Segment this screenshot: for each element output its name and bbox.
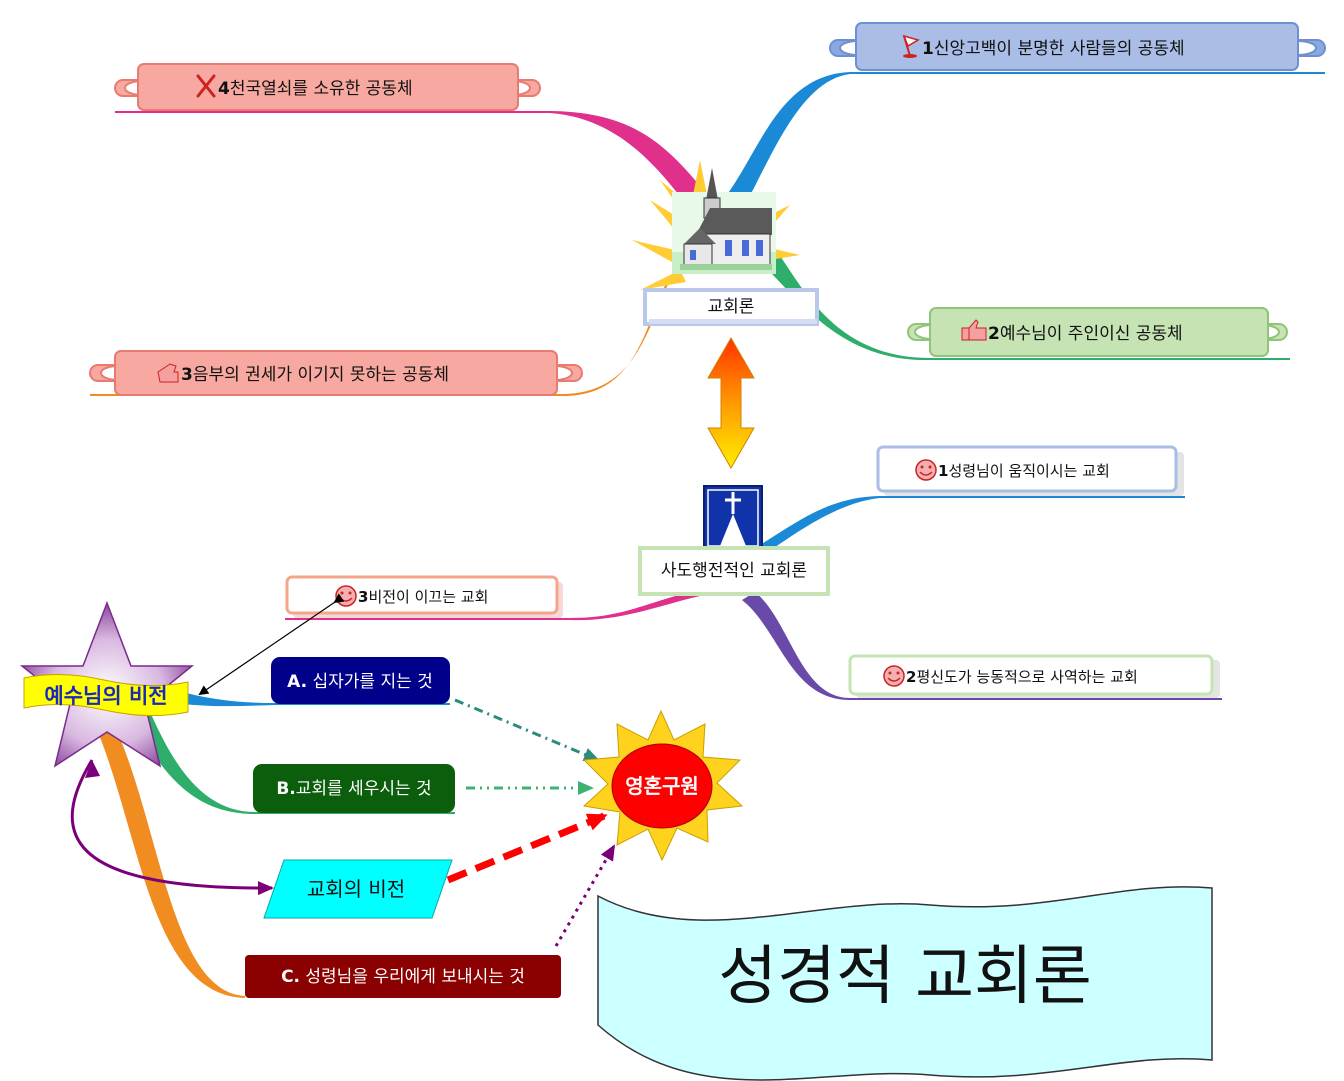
- topic3-number: 3: [181, 365, 193, 385]
- apostolic-item3-node[interactable]: 3비전이 이끄는 교회: [285, 575, 563, 618]
- topic2-node[interactable]: 2예수님이 주인이신 공동체: [907, 307, 1288, 357]
- title-banner-shape: [597, 886, 1213, 1081]
- svg-text:B.교회를 세우시는 것: B.교회를 세우시는 것: [276, 779, 431, 799]
- vision-b-node[interactable]: B.교회를 세우시는 것: [253, 764, 455, 813]
- smiley-icon: [883, 665, 905, 687]
- c-label: 성령님을 우리에게 보내시는 것: [300, 967, 525, 987]
- steeple: [706, 168, 718, 200]
- branch-c: [95, 720, 245, 998]
- vision-label-ribbon: [23, 673, 189, 717]
- branch-a: [170, 690, 450, 707]
- topic2-label: 예수님이 주인이신 공동체: [1000, 324, 1183, 344]
- a-label: 십자가를 지는 것: [307, 672, 433, 692]
- branch-topic4: [115, 111, 712, 212]
- church-roof: [696, 208, 772, 235]
- apostolic-church-node[interactable]: 사도행전적인 교회론: [638, 546, 830, 596]
- topic1-node[interactable]: 1신앙고백이 분명한 사람들의 공동체: [829, 22, 1326, 71]
- arrow-star-to-church-vision: [70, 759, 274, 896]
- church-theory-node[interactable]: 교회론: [643, 288, 819, 326]
- arrow-star-tip: [85, 760, 100, 778]
- arrow-church-vision-to-salvation: [446, 812, 608, 884]
- svg-text:2평신도가 능동적으로 사역하는 교회: 2평신도가 능동적으로 사역하는 교회: [906, 668, 1138, 686]
- smiley-icon: [335, 585, 357, 607]
- topic2-number: 2: [988, 324, 1000, 344]
- svg-text:1성령님이 움직이시는 교회: 1성령님이 움직이시는 교회: [938, 462, 1110, 480]
- branch-item1: [760, 496, 1185, 552]
- item1-label: 성령님이 움직이시는 교회: [948, 462, 1109, 480]
- arrow-vision-to-item3: [198, 593, 345, 696]
- page-title: 성경적 교회론: [718, 940, 1092, 1014]
- c-prefix: C.: [281, 967, 300, 987]
- arrow-c-to-salvation: [554, 844, 616, 947]
- apostolic-item2-node[interactable]: 2평신도가 능동적으로 사역하는 교회: [848, 654, 1220, 698]
- tools-icon: [196, 74, 216, 98]
- svg-text:3비전이 이끄는 교회: 3비전이 이끄는 교회: [358, 588, 488, 606]
- b-label: 교회를 세우시는 것: [296, 779, 432, 799]
- b-prefix: B.: [276, 779, 295, 799]
- item2-label: 평신도가 능동적으로 사역하는 교회: [916, 668, 1137, 686]
- title-banner: 성경적 교회론: [597, 886, 1213, 1081]
- apostolic-church-label: 사도행전적인 교회론: [661, 561, 807, 581]
- item1-number: 1: [938, 462, 948, 480]
- item3-label: 비전이 이끄는 교회: [368, 588, 488, 606]
- double-arrow-connector: [707, 336, 755, 470]
- church-theory-label: 교회론: [708, 297, 755, 317]
- branch-topic1: [726, 72, 1325, 205]
- a-prefix: A.: [287, 672, 307, 692]
- svg-text:2예수님이 주인이신 공동체: 2예수님이 주인이신 공동체: [988, 324, 1183, 344]
- salvation-label: 영혼구원: [625, 774, 699, 798]
- salvation-node[interactable]: 영혼구원: [582, 709, 744, 862]
- svg-text:1신앙고백이 분명한 사람들의 공동체: 1신앙고백이 분명한 사람들의 공동체: [922, 39, 1185, 59]
- cross-church-sign-icon: [703, 485, 763, 551]
- vision-star[interactable]: 예수님의 비전: [19, 600, 195, 768]
- item3-number: 3: [358, 588, 368, 606]
- svg-text:C. 성령님을 우리에게 보내시는 것: C. 성령님을 우리에게 보내시는 것: [281, 967, 525, 987]
- svg-text:A. 십자가를 지는 것: A. 십자가를 지는 것: [287, 672, 433, 692]
- topic4-number: 4: [218, 79, 230, 99]
- flag-icon: [902, 34, 920, 58]
- topic3-node[interactable]: 3음부의 권세가 이기지 못하는 공동체: [89, 350, 583, 396]
- topic4-node[interactable]: 4천국열쇠를 소유한 공동체: [114, 63, 541, 111]
- topic3-label: 음부의 권세가 이기지 못하는 공동체: [193, 365, 449, 385]
- topic1-number: 1: [922, 39, 934, 59]
- smiley-icon: [915, 459, 937, 481]
- vision-star-label: 예수님의 비전: [44, 684, 167, 708]
- pointing-hand-icon: [157, 363, 179, 383]
- vision-branches: [95, 690, 455, 998]
- arrow-a-to-salvation: [454, 698, 600, 762]
- svg-text:4천국열쇠를 소유한 공동체: 4천국열쇠를 소유한 공동체: [218, 79, 413, 99]
- vision-c-node[interactable]: C. 성령님을 우리에게 보내시는 것: [245, 955, 561, 998]
- vision-a-node[interactable]: A. 십자가를 지는 것: [271, 657, 450, 704]
- thumbs-up-icon: [961, 319, 987, 341]
- apostolic-item1-node[interactable]: 1성령님이 움직이시는 교회: [876, 445, 1184, 496]
- church-vision-label: 교회의 비전: [307, 877, 405, 901]
- item2-number: 2: [906, 668, 916, 686]
- svg-text:3음부의 권세가 이기지 못하는 공동체: 3음부의 권세가 이기지 못하는 공동체: [181, 365, 449, 385]
- church-image: [632, 160, 800, 290]
- topic1-label: 신앙고백이 분명한 사람들의 공동체: [934, 39, 1185, 59]
- topic4-label: 천국열쇠를 소유한 공동체: [230, 79, 413, 99]
- church-vision-node[interactable]: 교회의 비전: [263, 859, 453, 919]
